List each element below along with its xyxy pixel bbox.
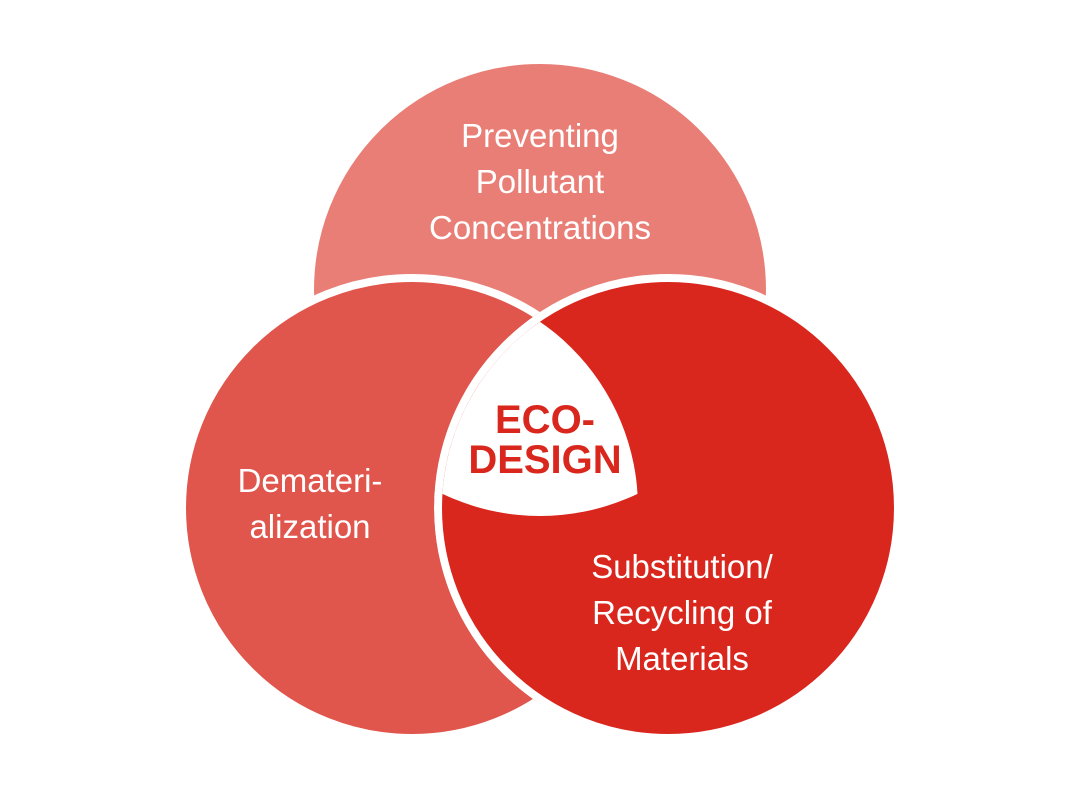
label-top: Preventing Pollutant Concentrations bbox=[429, 117, 651, 246]
label-left: Demateri- alization bbox=[237, 462, 383, 545]
center-title: ECO- DESIGN bbox=[468, 398, 622, 482]
label-right: Substitution/ Recycling of Materials bbox=[591, 548, 773, 677]
